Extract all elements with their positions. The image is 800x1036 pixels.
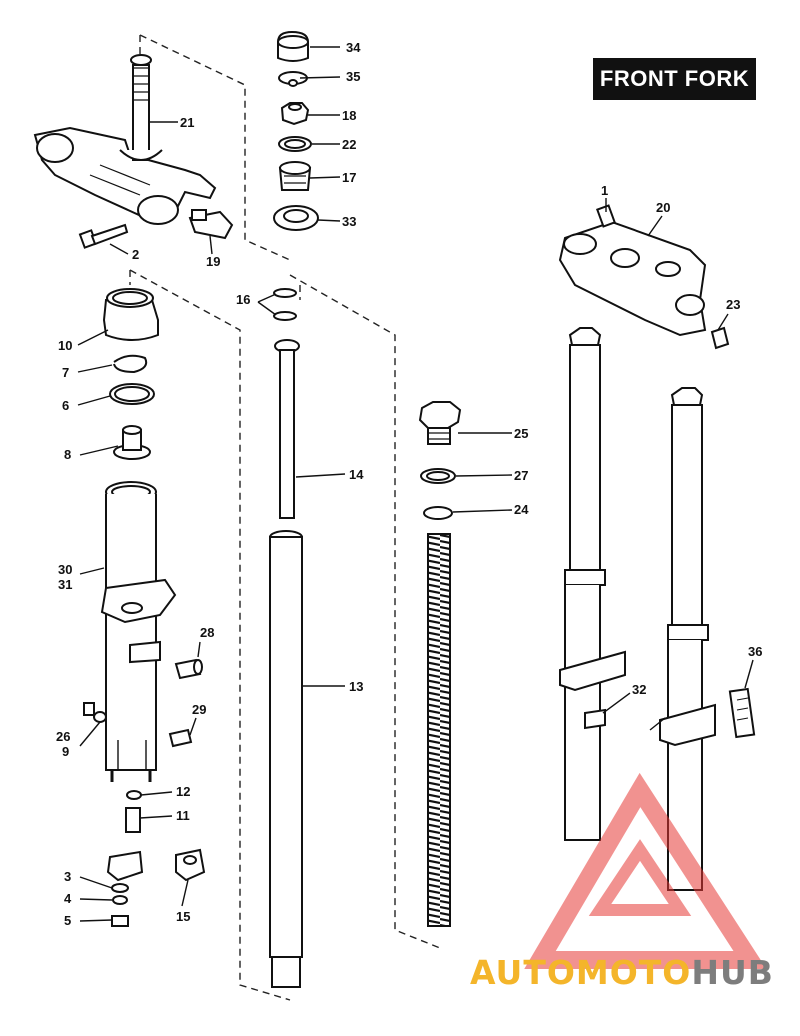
damper-tube-14 [274,339,300,519]
callout-8: 8 [64,447,71,462]
callout-21: 21 [180,115,194,130]
lower-bracket-20 [558,204,707,337]
callout-9: 9 [62,744,69,759]
watermark-text: AUTOMOTOHUB [470,953,774,992]
screw-23 [710,326,730,350]
bushing-8 [113,425,151,460]
callout-17: 17 [342,170,356,185]
callout-26: 26 [56,729,70,744]
callout-29: 29 [192,702,206,717]
bearing-33 [273,205,319,231]
callout-7: 7 [62,365,69,380]
ring-6 [109,383,155,405]
callout-16: 16 [236,292,250,307]
washers-3-4-5 [111,883,129,927]
callout-28: 28 [200,625,214,640]
washer-27 [420,468,456,484]
callout-24: 24 [514,502,529,517]
o-ring-24 [423,506,453,520]
callout-30: 30 [58,562,72,577]
callout-10: 10 [58,338,72,353]
callout-25: 25 [514,426,528,441]
washer-22 [278,136,312,152]
callout-23: 23 [726,297,740,312]
callout-19: 19 [206,254,220,269]
callout-1: 1 [601,183,608,198]
fork-tube-13 [269,530,303,988]
callout-27: 27 [514,468,528,483]
callout-12: 12 [176,784,190,799]
callout-31: 31 [58,577,72,592]
screw-11 [125,807,141,833]
callout-22: 22 [342,137,356,152]
washer-35 [278,71,308,87]
callout-35: 35 [346,69,360,84]
callout-34: 34 [346,40,361,55]
clamp-19 [188,209,234,240]
fork-cap-pinch-left [106,850,144,882]
decal-36 [728,687,756,739]
diagram-title: FRONT FORK [593,58,756,100]
cap-34 [277,30,309,62]
callout-32: 32 [632,682,646,697]
retaining-rings-16 [273,288,297,321]
pin-28 [174,658,203,680]
callout-20: 20 [656,200,670,215]
callout-13: 13 [349,679,363,694]
assembled-fork-left [559,327,626,841]
assembled-fork-right [659,387,716,891]
assembly-guide-lines [129,34,441,1001]
watermark-part2: HUB [691,953,774,992]
callout-33: 33 [342,214,356,229]
watermark-logo [524,772,767,969]
callout-18: 18 [342,108,356,123]
bearing-17 [278,161,312,191]
fork-slider-30-31 [100,481,177,782]
callout-15: 15 [176,909,190,924]
fork-spring [427,533,451,927]
screw-26-9 [83,702,107,723]
watermark-part1: AUTOMOTO [470,953,692,992]
pin-29 [168,728,193,748]
callout-2: 2 [132,247,139,262]
callout-14: 14 [349,467,364,482]
callout-3: 3 [64,869,71,884]
nut-18 [280,102,310,126]
callout-5: 5 [64,913,71,928]
retaining-ring-7 [113,354,148,374]
upper-bracket-stem-21 [33,54,217,225]
cap-15 [175,848,206,882]
washer-12 [126,790,142,800]
bolt-2 [78,223,129,249]
plug-25 [418,401,462,445]
callout-11: 11 [176,808,190,823]
callout-6: 6 [62,398,69,413]
callout-36: 36 [748,644,762,659]
leader-lines [77,46,754,922]
cover-10 [102,288,159,341]
callout-4: 4 [64,891,72,906]
callout-labels: 34 35 18 22 17 33 21 2 19 16 10 7 6 8 14… [56,40,762,928]
